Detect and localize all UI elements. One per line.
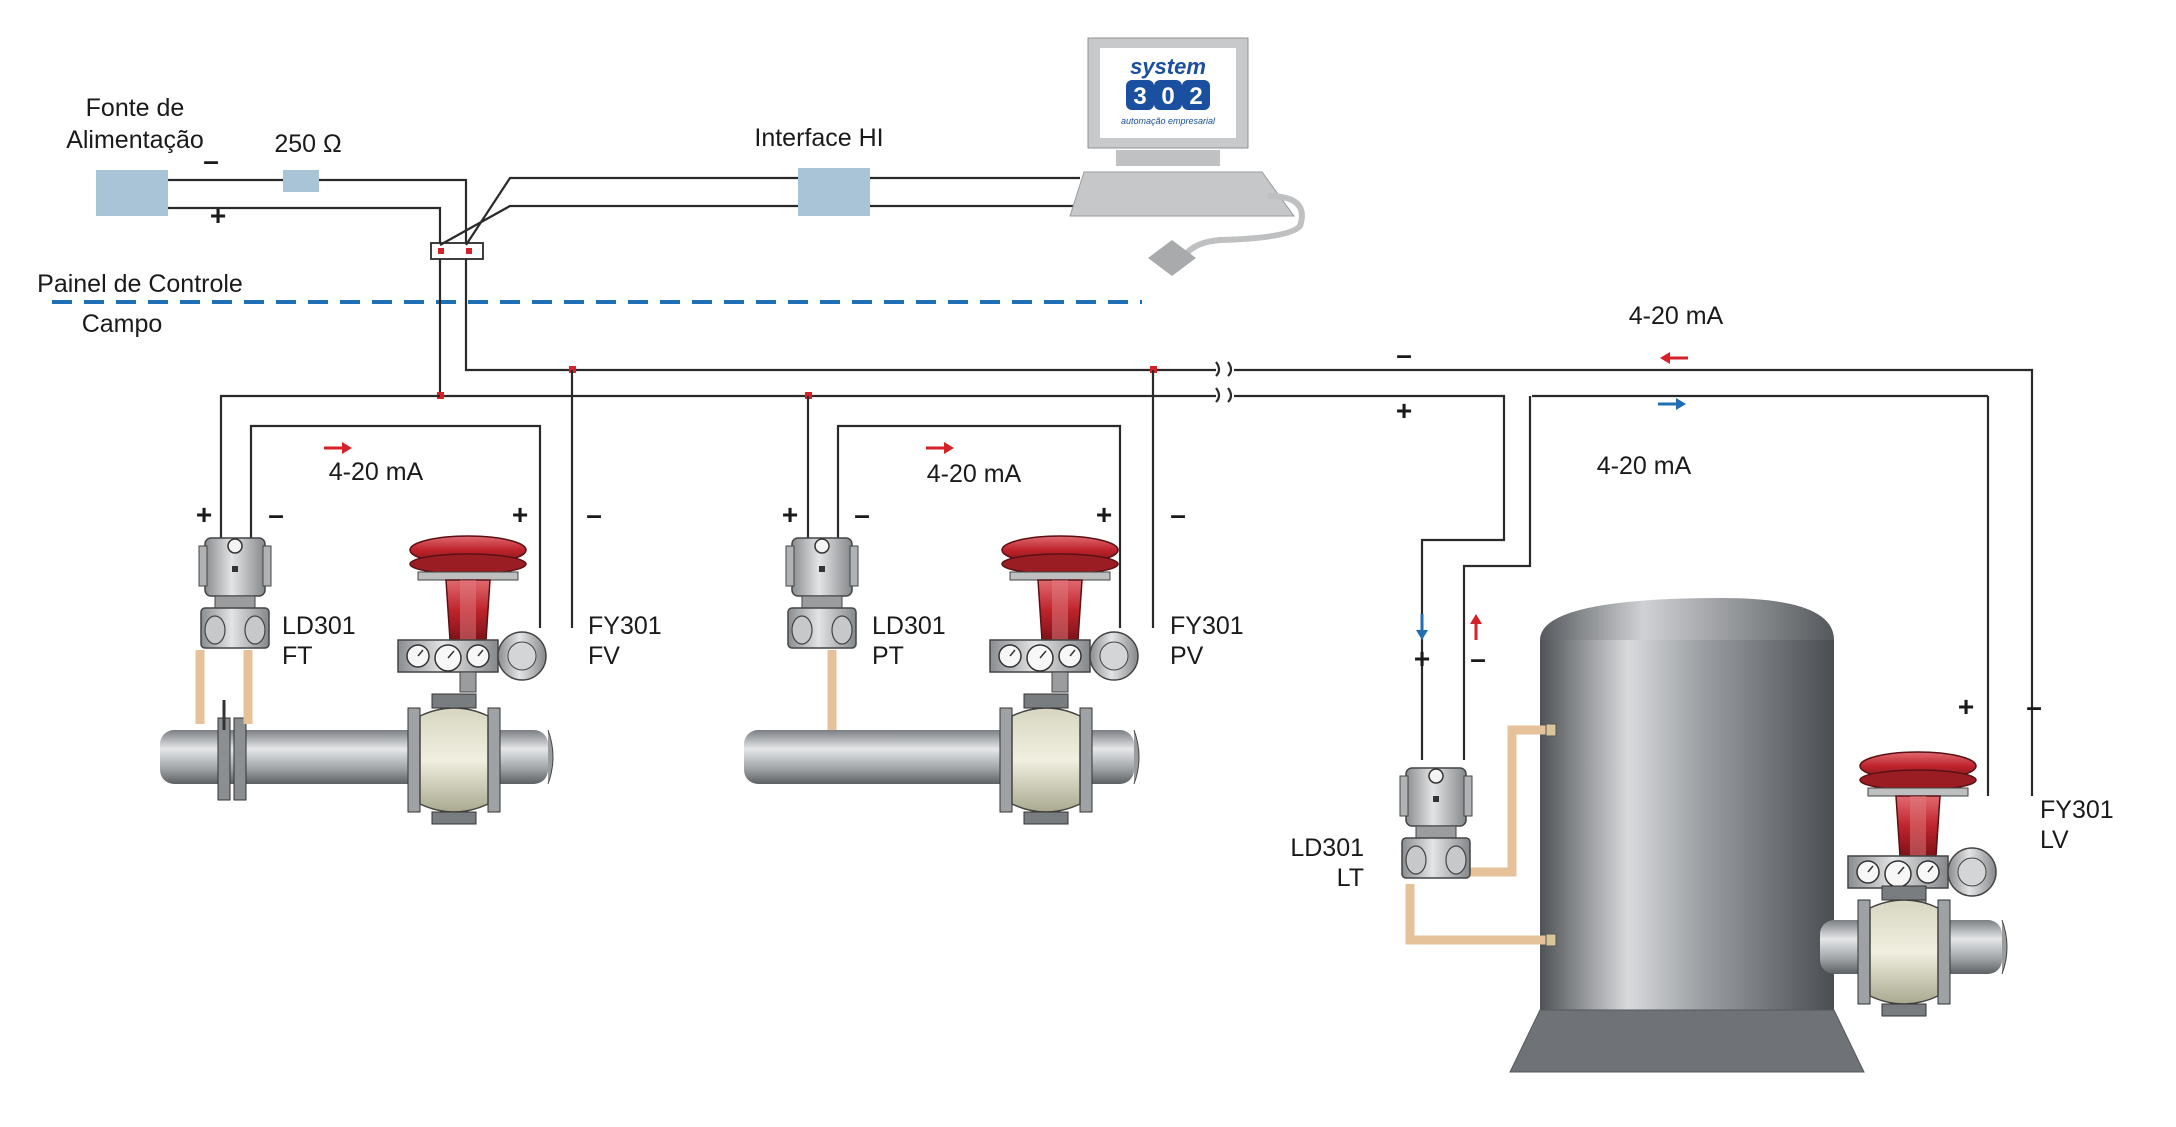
pv-model-label: FY301 <box>1170 612 1244 640</box>
control-panel-label: Painel de Controle <box>37 270 243 298</box>
storage-tank <box>1509 598 1865 1073</box>
pt-minus-sign: – <box>854 499 870 530</box>
bus-current-lower-label: 4-20 mA <box>1597 452 1692 480</box>
level-valve-actuator <box>1847 751 1997 909</box>
interface-label: Interface HI <box>754 124 883 152</box>
system302-logo: system 3 0 2 automação empresarial <box>1121 54 1216 126</box>
loop2-current-label: 4-20 mA <box>927 460 1022 488</box>
lt-current-up-arrow <box>1470 614 1482 640</box>
bus-current-top-label: 4-20 mA <box>1629 302 1724 330</box>
loop2-current-arrow <box>926 442 954 454</box>
resistor-label: 250 Ω <box>274 130 341 158</box>
pv-tag-label: PV <box>1170 642 1204 670</box>
pressure-valve-body <box>999 693 1093 825</box>
lv-minus-sign: – <box>2026 691 2042 722</box>
bus-minus-sign: – <box>1396 339 1412 370</box>
power-supply-label-1: Fonte de <box>86 94 185 122</box>
ft-model-label: LD301 <box>282 612 356 640</box>
pressure-transmitter <box>785 537 859 649</box>
pt-tag-label: PT <box>872 642 904 670</box>
logo-word: system <box>1130 54 1206 79</box>
flow-valve-actuator <box>397 535 547 693</box>
lv-tag-label: LV <box>2040 826 2069 854</box>
flow-valve-body <box>407 693 501 825</box>
computer-workstation: system 3 0 2 automação empresarial <box>1069 37 1305 276</box>
pv-plus-sign: + <box>1096 499 1112 530</box>
logo-digit-3: 2 <box>1189 83 1202 110</box>
lt-tag-label: LT <box>1337 864 1364 892</box>
pt-plus-sign: + <box>782 499 798 530</box>
fv-tag-label: FV <box>588 642 620 670</box>
lt-model-label: LD301 <box>1290 834 1364 862</box>
loop1-current-arrow <box>324 442 352 454</box>
logo-digit-2: 0 <box>1161 83 1174 110</box>
ft-minus-sign: – <box>268 499 284 530</box>
logo-tagline: automação empresarial <box>1121 116 1216 126</box>
lt-current-down-arrow <box>1416 614 1428 640</box>
fv-plus-sign: + <box>512 499 528 530</box>
bus-current-left-arrow <box>1660 352 1688 364</box>
lv-model-label: FY301 <box>2040 796 2114 824</box>
bus-current-right-arrow <box>1658 398 1686 410</box>
lt-plus-sign: + <box>1414 643 1430 674</box>
fv-minus-sign: – <box>586 499 602 530</box>
supply-plus-sign: + <box>210 200 226 231</box>
loop1-current-label: 4-20 mA <box>329 458 424 486</box>
field-label: Campo <box>82 310 163 338</box>
logo-digit-1: 3 <box>1133 83 1146 110</box>
lv-plus-sign: + <box>1958 691 1974 722</box>
ft-plus-sign: + <box>196 499 212 530</box>
bus-plus-sign: + <box>1396 395 1412 426</box>
resistor-250-ohm <box>283 170 319 192</box>
flow-transmitter <box>198 537 272 649</box>
power-supply-label-2: Alimentação <box>66 126 204 154</box>
interface-hi-module <box>798 168 870 216</box>
level-valve-body <box>1857 885 1951 1017</box>
pressure-valve-actuator <box>989 535 1139 693</box>
fv-model-label: FY301 <box>588 612 662 640</box>
lt-minus-sign: – <box>1470 643 1486 674</box>
pv-minus-sign: – <box>1170 499 1186 530</box>
junction-box <box>430 242 484 260</box>
ft-tag-label: FT <box>282 642 313 670</box>
power-supply-module <box>96 170 168 216</box>
supply-minus-sign: – <box>203 145 219 176</box>
pt-model-label: LD301 <box>872 612 946 640</box>
flow-orifice-flange <box>217 700 247 801</box>
level-transmitter <box>1399 767 1473 879</box>
